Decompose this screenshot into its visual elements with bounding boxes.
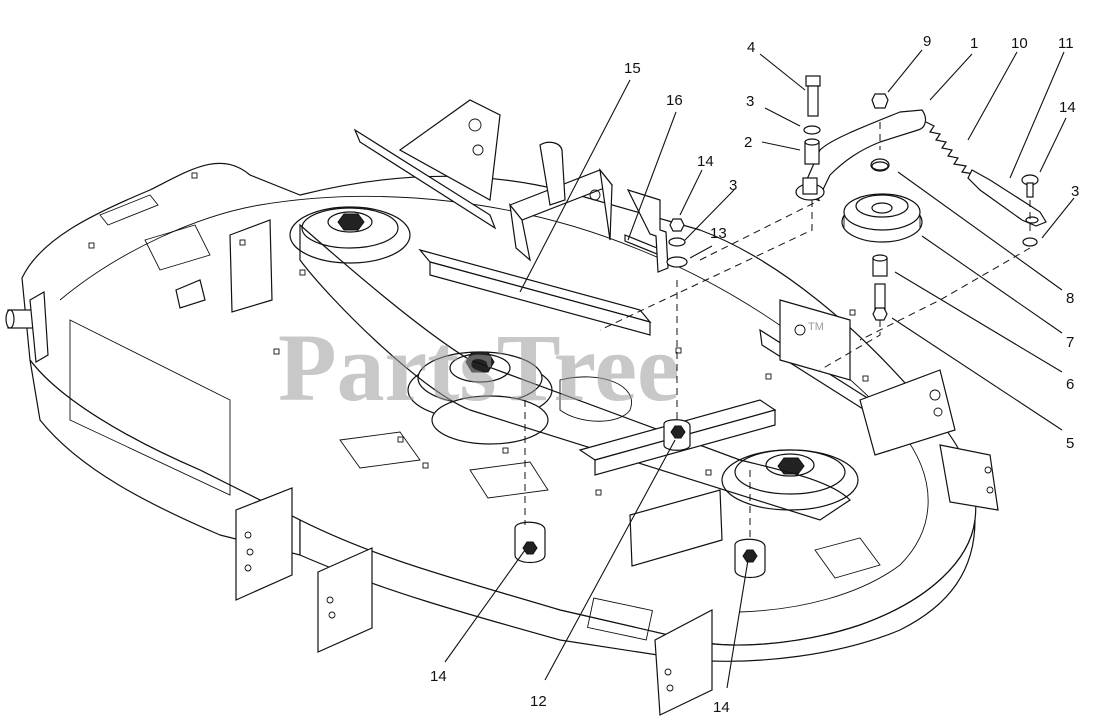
callout-1: 1 [970,35,978,52]
callout-5: 5 [1066,435,1074,452]
callout-17: 16 [666,92,683,109]
callout-3: 3 [729,177,737,194]
callout-14: 14 [697,153,714,170]
bottom-nut-pads [514,419,766,579]
assembly-centerlines [524,122,1031,540]
belt-guide-parts [624,189,688,273]
callout-13: 13 [710,225,727,242]
deck-mounting-holes [88,172,869,496]
callout-6: 6 [1066,376,1074,393]
callout-16: 15 [624,60,641,77]
right-spindle-pulley [721,449,859,511]
callout-12: 12 [530,693,547,710]
callout-numbers: 1 2 3 3 3 4 5 6 7 8 9 10 11 12 13 14 14 … [430,33,1079,716]
watermark-trademark: TM [808,321,824,333]
callout-10: 10 [1011,35,1028,52]
deck-frame-rails [175,99,956,567]
callout-8: 8 [1066,290,1074,307]
idler-assembly [795,75,1047,321]
callout-3: 3 [1071,183,1079,200]
callout-leaders [444,49,1075,689]
callout-7: 7 [1066,334,1074,351]
callout-4: 4 [747,39,755,56]
callout-14: 14 [430,668,447,685]
partstree-watermark: PartsTree [278,314,680,421]
callout-11: 11 [1058,35,1074,52]
drive-belt [299,223,851,521]
callout-14: 14 [713,699,730,716]
callout-2: 2 [744,134,752,151]
callout-15: 14 [1059,99,1076,116]
callout-9: 9 [923,33,931,50]
left-spindle-pulley [289,206,411,264]
callout-3: 3 [746,93,754,110]
